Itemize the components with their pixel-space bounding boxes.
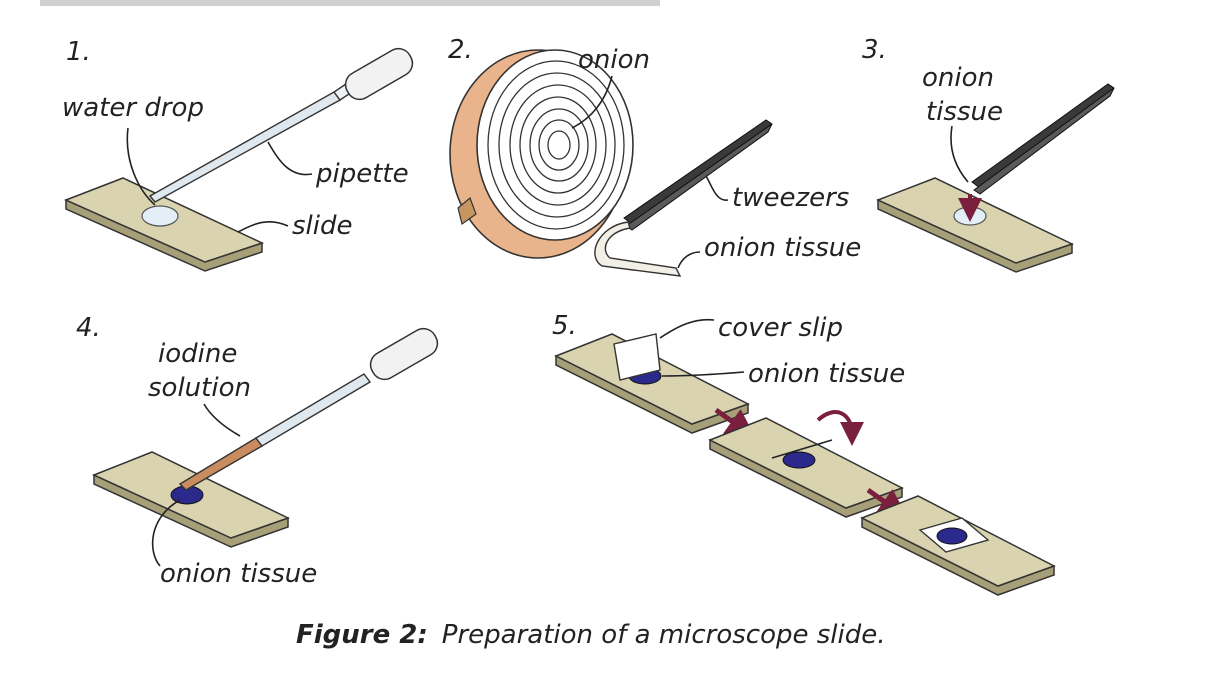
leader-water-drop bbox=[126, 127, 156, 206]
cover-slip-5a bbox=[613, 333, 661, 381]
onion bbox=[449, 49, 634, 259]
step-1-number: 1. bbox=[66, 37, 91, 67]
leader-iodine bbox=[203, 403, 241, 437]
step-4-number: 4. bbox=[76, 313, 101, 343]
leader-onion-tissue-5 bbox=[661, 371, 745, 377]
leader-cover-slip bbox=[659, 318, 715, 339]
leader-tweezers bbox=[705, 175, 729, 201]
label-onion: onion bbox=[578, 45, 650, 75]
figure-caption: Figure 2: Preparation of a microscope sli… bbox=[296, 620, 886, 650]
step-4: 4. iodine solution onion tissue bbox=[76, 313, 439, 589]
step-3-number: 3. bbox=[862, 35, 887, 65]
cover-slip-5b bbox=[771, 439, 833, 459]
label-iodine-line1: iodine bbox=[158, 339, 237, 369]
step-3: 3. onion tissue bbox=[862, 35, 1115, 273]
label-onion-tissue-3-line2: tissue bbox=[926, 97, 1003, 127]
cropped-header-text bbox=[40, 0, 660, 6]
leader-onion-tissue-2 bbox=[677, 251, 701, 269]
tweezers-3 bbox=[971, 83, 1115, 195]
onion-tissue-5c bbox=[936, 527, 968, 545]
label-onion-tissue-5: onion tissue bbox=[748, 359, 905, 389]
label-water-drop: water drop bbox=[62, 93, 204, 123]
arrow-curve-5 bbox=[816, 410, 864, 446]
label-pipette: pipette bbox=[315, 159, 409, 189]
onion-tissue-5b bbox=[782, 451, 816, 469]
tweezers-2 bbox=[623, 119, 773, 231]
arrow-1-5 bbox=[714, 407, 757, 439]
label-onion-tissue-2: onion tissue bbox=[704, 233, 861, 263]
label-cover-slip: cover slip bbox=[718, 313, 843, 343]
leader-onion bbox=[571, 75, 613, 129]
label-tweezers: tweezers bbox=[732, 183, 849, 213]
leader-onion-tissue-3 bbox=[950, 125, 969, 183]
step-2: 2. onion tweezers onion tissue bbox=[448, 35, 861, 277]
leader-onion-tissue-4 bbox=[151, 499, 181, 567]
leader-pipette bbox=[267, 141, 313, 176]
pipette-1 bbox=[148, 47, 414, 203]
step-1: 1. water drop pipette slide bbox=[62, 37, 414, 272]
pipette-4 bbox=[178, 327, 439, 491]
label-slide: slide bbox=[292, 211, 353, 241]
label-iodine-line2: solution bbox=[148, 373, 251, 403]
leader-slide bbox=[237, 221, 289, 233]
step-2-number: 2. bbox=[448, 35, 473, 65]
label-onion-tissue-4: onion tissue bbox=[160, 559, 317, 589]
step-5-number: 5. bbox=[552, 311, 577, 341]
caption-label: Figure 2: bbox=[296, 620, 428, 650]
water-drop bbox=[141, 205, 179, 227]
onion-tissue-strip bbox=[594, 221, 682, 277]
step-5: 5. cover slip onion tissue bbox=[552, 311, 1056, 596]
caption-text: Preparation of a microscope slide. bbox=[442, 620, 886, 650]
label-onion-tissue-3-line1: onion bbox=[922, 63, 994, 93]
